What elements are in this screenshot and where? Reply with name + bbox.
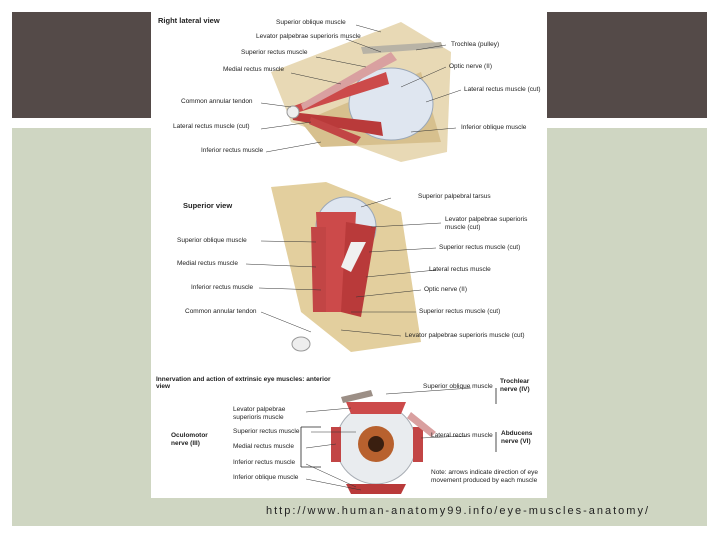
label-common-annular-tendon-superior: Common annular tendon bbox=[185, 308, 257, 315]
label-common-annular-tendon: Common annular tendon bbox=[181, 98, 253, 105]
label-superior-palpebral-tarsus: Superior palpebral tarsus bbox=[418, 193, 491, 200]
lateral-view-title: Right lateral view bbox=[158, 16, 220, 25]
superior-view-title: Superior view bbox=[183, 201, 233, 210]
anterior-note: Note: arrows indicate direction of eye m… bbox=[431, 469, 538, 485]
label-levator-cut-2: Levator palpebrae superioris muscle (cut… bbox=[405, 332, 525, 339]
label-lateral-rectus-anterior: Lateral rectus muscle bbox=[431, 432, 493, 439]
label-inferior-oblique-anterior: Inferior oblique muscle bbox=[233, 474, 299, 481]
label-inferior-oblique-lateral: Inferior oblique muscle bbox=[461, 124, 527, 131]
label-superior-oblique-anterior: Superior oblique muscle bbox=[423, 383, 493, 390]
label-medial-rectus-anterior: Medial rectus muscle bbox=[233, 443, 295, 450]
label-levator-cut: Levator palpebrae superioris muscle (cut… bbox=[445, 216, 528, 231]
label-medial-rectus: Medial rectus muscle bbox=[223, 66, 285, 73]
label-superior-rectus-cut-2: Superior rectus muscle (cut) bbox=[419, 308, 501, 315]
label-levator-anterior: Levator palpebrae superioris muscle bbox=[233, 406, 286, 421]
label-inferior-rectus-superior: Inferior rectus muscle bbox=[191, 284, 254, 291]
eye-muscles-figure: Right lateral view Superior oblique musc… bbox=[151, 12, 547, 498]
label-lateral-rectus-cut-left: Lateral rectus muscle (cut) bbox=[173, 123, 250, 130]
label-lateral-rectus-superior: Lateral rectus muscle bbox=[429, 266, 491, 273]
leader-lines bbox=[245, 24, 472, 491]
label-superior-rectus-anterior: Superior rectus muscle bbox=[233, 428, 300, 435]
label-levator: Levator palpebrae superioris muscle bbox=[256, 33, 361, 40]
label-superior-rectus-cut: Superior rectus muscle (cut) bbox=[439, 244, 521, 251]
label-superior-rectus: Superior rectus muscle bbox=[241, 49, 308, 56]
label-lateral-rectus-cut-right: Lateral rectus muscle (cut) bbox=[464, 86, 541, 93]
anatomy-illustration bbox=[245, 22, 497, 494]
label-trochlea: Trochlea (pulley) bbox=[451, 41, 500, 48]
label-superior-oblique: Superior oblique muscle bbox=[276, 19, 346, 26]
label-superior-oblique-superior: Superior oblique muscle bbox=[177, 237, 247, 244]
label-trochlear-nerve: Trochlear nerve (IV) bbox=[500, 378, 530, 394]
anterior-view-title: Innervation and action of extrinsic eye … bbox=[156, 376, 331, 391]
lateral-view-art bbox=[271, 22, 451, 162]
source-url[interactable]: http://www.human-anatomy99.info/eye-musc… bbox=[266, 505, 651, 517]
label-oculomotor-nerve: Oculomotor nerve (III) bbox=[171, 432, 208, 448]
label-medial-rectus-superior: Medial rectus muscle bbox=[177, 260, 239, 267]
superior-view-art bbox=[271, 182, 421, 352]
label-inferior-rectus-anterior: Inferior rectus muscle bbox=[233, 459, 296, 466]
label-optic-nerve-superior: Optic nerve (II) bbox=[424, 286, 467, 293]
label-abducens-nerve: Abducens nerve (VI) bbox=[501, 430, 533, 446]
label-inferior-rectus: Inferior rectus muscle bbox=[201, 147, 264, 154]
label-optic-nerve-lateral: Optic nerve (II) bbox=[449, 63, 492, 70]
